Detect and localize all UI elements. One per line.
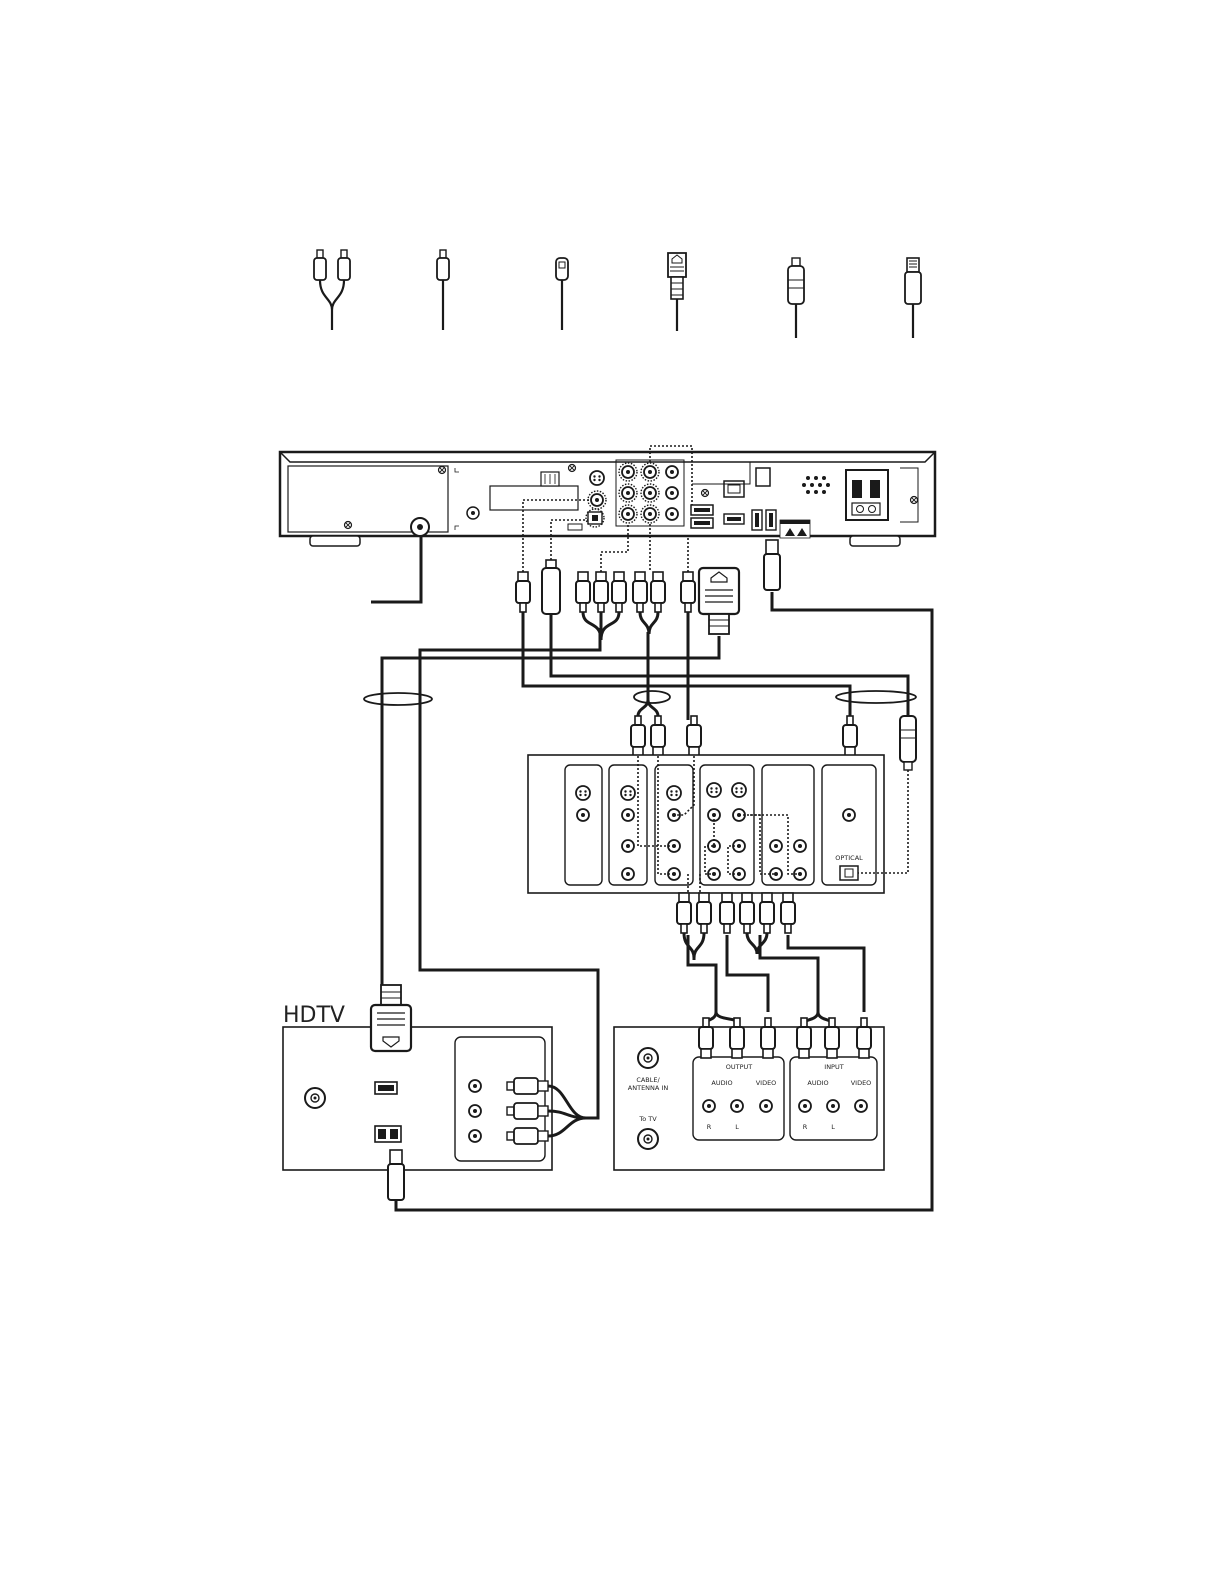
output-l-label: L: [735, 1123, 739, 1131]
satellite-input-jack[interactable]: [467, 507, 479, 519]
vcr-rear-panel: CABLE/ ANTENNA IN To TV OUTPUT AUDIO VID…: [614, 1027, 884, 1170]
hdmi-plug-icon: [699, 568, 739, 634]
s-video-output-jack[interactable]: [590, 471, 604, 485]
hdtv-rear-panel: HDTV: [283, 985, 586, 1200]
usb-cable-icon: [905, 258, 921, 338]
optical-label: OPTICAL: [835, 854, 863, 862]
hdtv-hdmi-plug-icon: [371, 985, 411, 1051]
hdtv-title: HDTV: [283, 1003, 345, 1028]
hdtv-hdmi-input-port[interactable]: [375, 1082, 397, 1094]
output-audio-label: AUDIO: [711, 1079, 732, 1087]
hdmi-cable-icon: [668, 253, 686, 331]
hdtv-antenna-jack[interactable]: [305, 1088, 325, 1108]
hdtv-usb-port[interactable]: [375, 1126, 401, 1142]
rf-input-jack[interactable]: [411, 518, 429, 536]
input-audio-label: AUDIO: [807, 1079, 828, 1087]
ethernet-port[interactable]: [724, 481, 744, 497]
cable-tie-rings: [364, 691, 916, 705]
receiver-output-plugs: [677, 893, 795, 960]
cable-antenna-in-label-2: ANTENNA IN: [628, 1084, 669, 1092]
optical-output-jack[interactable]: [588, 512, 602, 524]
output-video-label: VIDEO: [756, 1079, 777, 1087]
main-device-plugs: [516, 540, 780, 640]
input-video-label: VIDEO: [851, 1079, 872, 1087]
ac-power-outlet[interactable]: [846, 470, 888, 520]
output-r-label: R: [707, 1123, 712, 1131]
stereo-rca-cable-icon: [314, 250, 350, 330]
input-label: INPUT: [824, 1063, 843, 1071]
vcr-antenna-in-jack[interactable]: [638, 1048, 658, 1068]
cable-antenna-in-label-1: CABLE/: [636, 1076, 660, 1084]
vcr-to-tv-jack[interactable]: [638, 1129, 658, 1149]
main-device-rear-panel: [280, 446, 935, 546]
s-video-cable-icon: [556, 258, 568, 330]
output-label: OUTPUT: [726, 1063, 753, 1071]
to-tv-label: To TV: [638, 1115, 657, 1123]
input-r-label: R: [803, 1123, 808, 1131]
single-rca-cable-icon: [437, 250, 449, 330]
receiver-optical-input-jack[interactable]: [840, 866, 858, 880]
av-receiver-rear-panel: OPTICAL: [528, 755, 908, 895]
optical-cable-icon: [788, 258, 804, 338]
input-l-label: L: [831, 1123, 835, 1131]
cable-legend: [314, 250, 921, 338]
video-output-jack[interactable]: [591, 494, 603, 506]
